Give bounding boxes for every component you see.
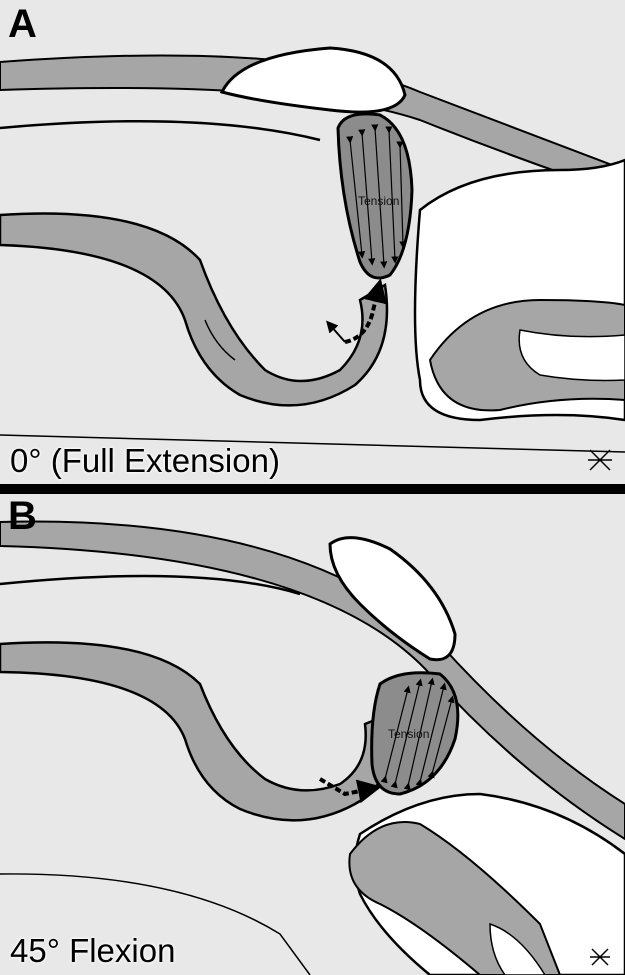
tension-label: Tension [388, 727, 429, 741]
angle-label: 45° Flexion [10, 934, 175, 967]
panel-a-full-extension: Tension A 0° (Full Extension) [0, 0, 625, 486]
panel-b-45-flexion: Tension B 45° Flexion [0, 494, 625, 975]
panel-divider [0, 484, 625, 494]
tension-label: Tension [358, 194, 399, 208]
panel-letter: A [8, 4, 37, 44]
panel-letter: B [8, 496, 37, 536]
angle-label: 0° (Full Extension) [10, 444, 280, 477]
knee-flexion-illustration: Tension [0, 494, 625, 975]
knee-extension-illustration: Tension [0, 0, 625, 486]
